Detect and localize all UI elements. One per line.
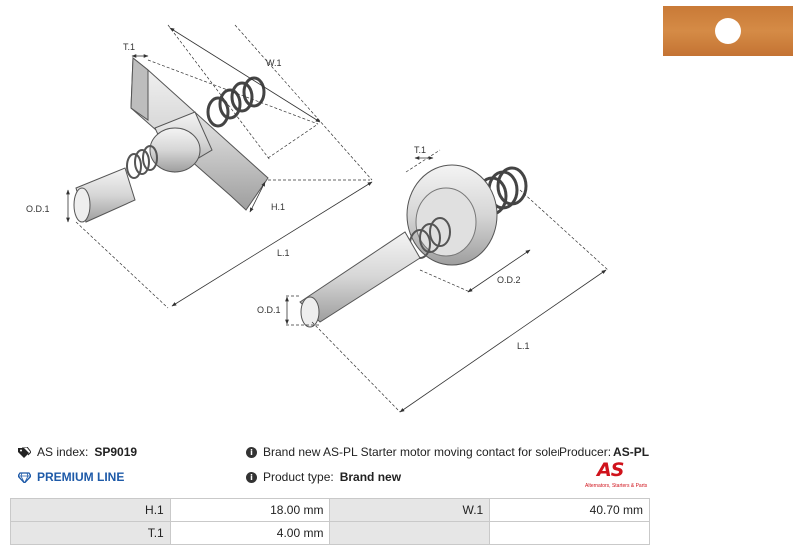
tag-icon bbox=[18, 446, 31, 458]
dim-label-od1-right: O.D.1 bbox=[257, 305, 281, 315]
info-icon: i bbox=[246, 446, 257, 458]
premium-line-badge: PREMIUM LINE bbox=[18, 470, 124, 484]
spec-value bbox=[489, 521, 650, 545]
premium-line-label: PREMIUM LINE bbox=[37, 470, 125, 484]
description-line: i Brand new AS-PL Starter motor moving c… bbox=[246, 445, 649, 459]
dim-label-l1-left: L.1 bbox=[277, 248, 290, 258]
product-type-label: Product type: bbox=[263, 470, 334, 484]
spec-value: 18.00 mm bbox=[169, 498, 331, 522]
spec-value: 40.70 mm bbox=[489, 498, 650, 522]
dim-label-od2: O.D.2 bbox=[497, 275, 521, 285]
description-text: Brand new AS-PL Starter motor moving con… bbox=[263, 445, 559, 459]
info-icon: i bbox=[246, 471, 257, 483]
technical-drawing: T.1 W.1 O.D.1 H.1 L.1 bbox=[26, 24, 609, 413]
dim-label-t1-right: T.1 bbox=[414, 145, 426, 155]
left-contact-part: T.1 W.1 O.D.1 H.1 L.1 bbox=[26, 24, 373, 309]
producer-label: Producer: bbox=[559, 445, 612, 459]
product-type-value: Brand new bbox=[339, 470, 402, 484]
logo-tagline: Alternators, Starters & Parts bbox=[585, 483, 648, 489]
table-row: H.1 18.00 mm W.1 40.70 mm bbox=[10, 498, 650, 522]
product-thumbnail[interactable] bbox=[663, 6, 793, 56]
dim-label-t1-left: T.1 bbox=[123, 42, 135, 52]
right-contact-part: T.1 O.D.1 O.D.2 L.1 bbox=[257, 145, 609, 413]
thumbnail-hole bbox=[715, 18, 741, 44]
producer-value: AS-PL bbox=[613, 445, 650, 459]
spec-value: 4.00 mm bbox=[169, 521, 331, 545]
spec-key: T.1 bbox=[10, 521, 171, 545]
spec-key bbox=[329, 521, 491, 545]
product-type-line: i Product type: Brand new bbox=[246, 470, 401, 484]
logo-mark: AS bbox=[597, 459, 624, 481]
as-index-line: AS index: SP9019 bbox=[18, 445, 137, 459]
dim-label-h1: H.1 bbox=[271, 202, 285, 212]
spec-key: H.1 bbox=[10, 498, 171, 522]
specs-table: H.1 18.00 mm W.1 40.70 mm T.1 4.00 mm bbox=[10, 498, 650, 545]
table-row: T.1 4.00 mm bbox=[10, 521, 650, 545]
dim-label-l1-right: L.1 bbox=[517, 341, 530, 351]
dim-label-od1-left: O.D.1 bbox=[26, 204, 50, 214]
as-index-label: AS index: bbox=[37, 445, 89, 459]
diamond-icon bbox=[18, 471, 31, 483]
spec-key: W.1 bbox=[329, 498, 491, 522]
as-pl-logo: AS Alternators, Starters & Parts bbox=[583, 459, 653, 491]
dim-label-w1: W.1 bbox=[266, 58, 282, 68]
as-index-value: SP9019 bbox=[94, 445, 138, 459]
